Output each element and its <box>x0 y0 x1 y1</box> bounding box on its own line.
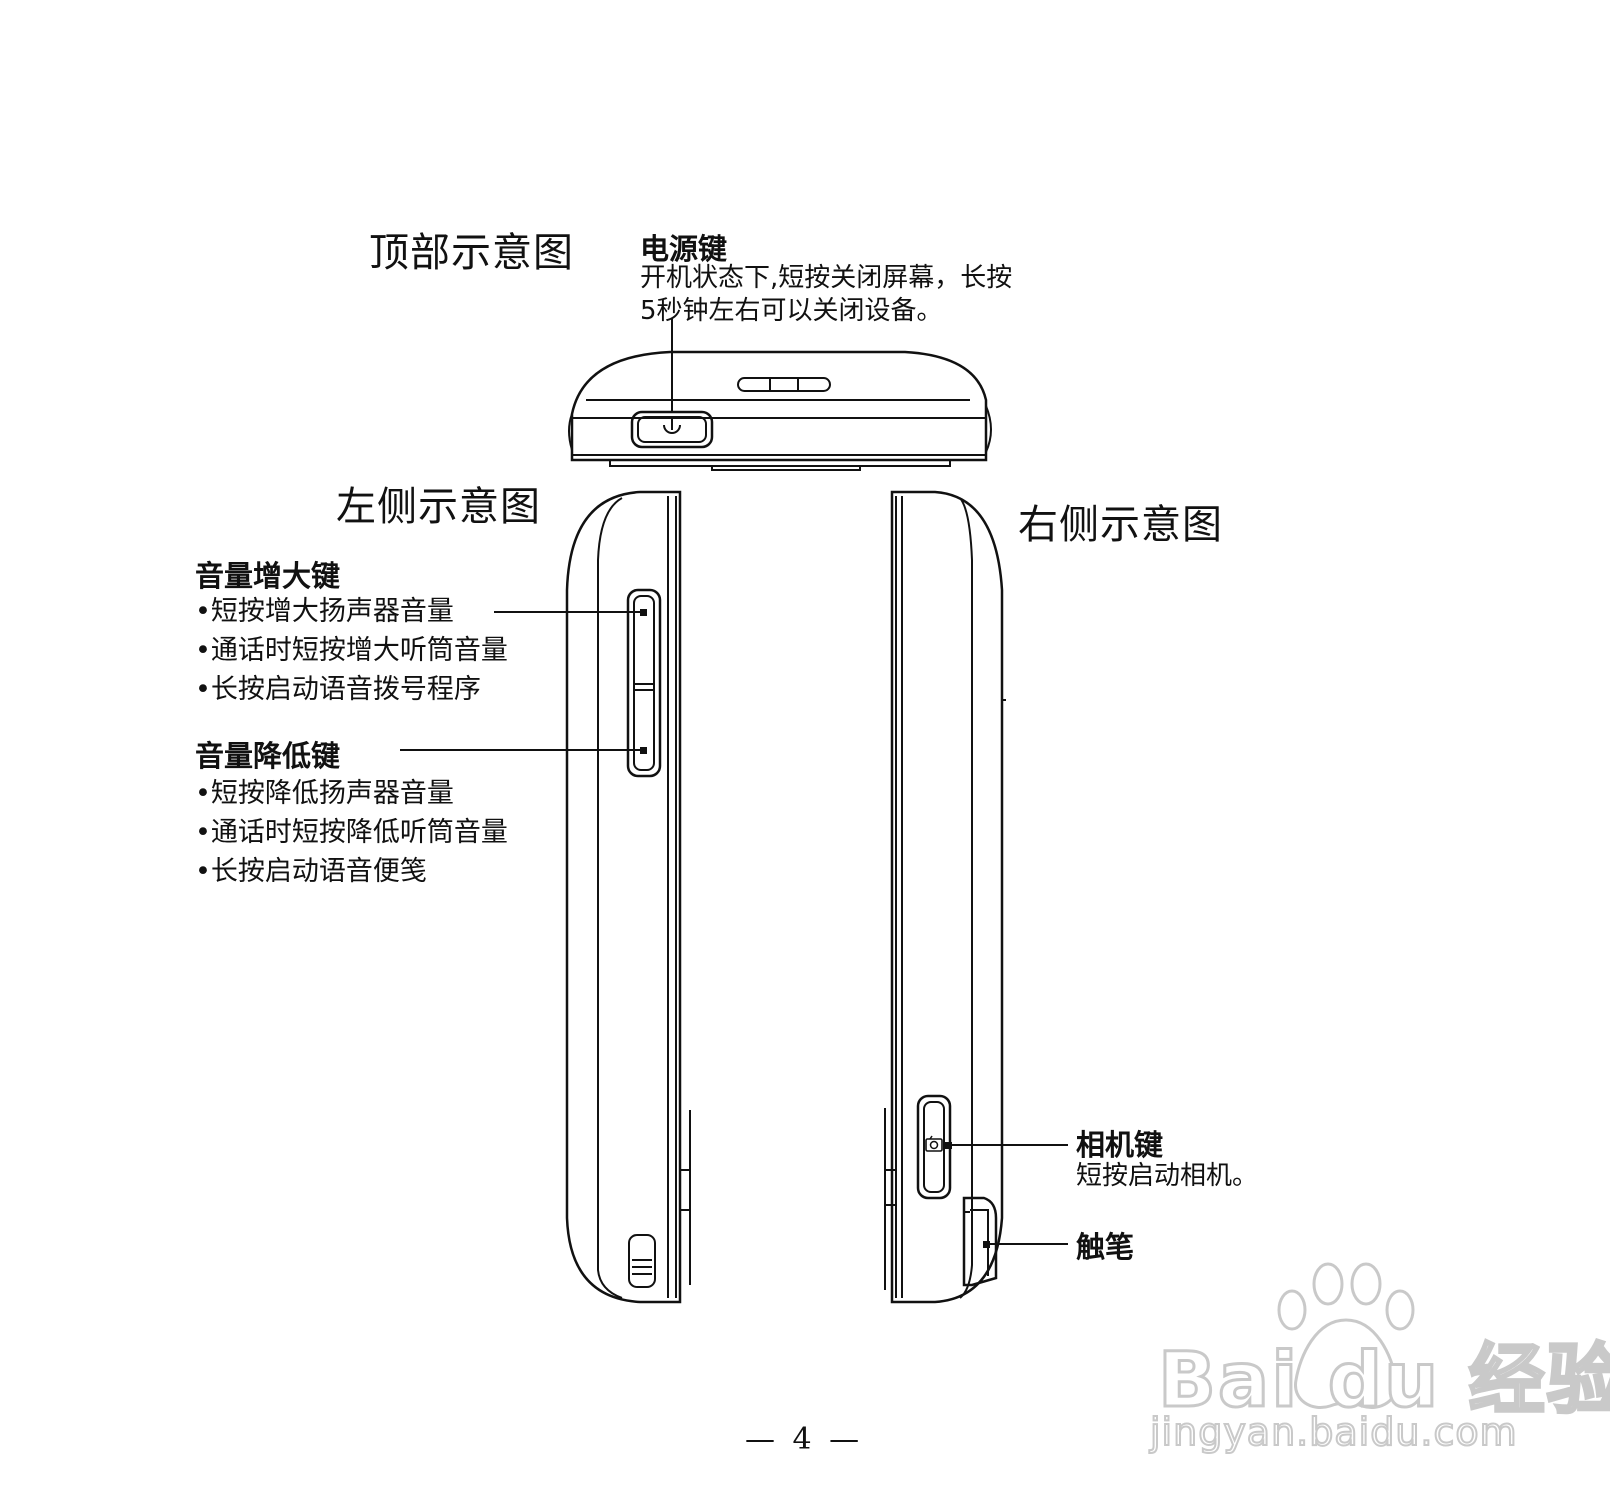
power-icon <box>663 419 681 434</box>
camera-key-title: 相机键 <box>1076 1128 1164 1162</box>
left-view-drawing <box>565 490 691 1304</box>
power-key-desc-line-1: 开机状态下,短按关闭屏幕，长按 <box>640 263 1013 293</box>
list-item: •长按启动语音便笺 <box>195 856 427 887</box>
list-item: •长按启动语音拨号程序 <box>195 674 481 705</box>
baidu-paw-logo <box>1277 1262 1415 1409</box>
list-item: •通话时短按增大听筒音量 <box>195 635 508 666</box>
stylus-title: 触笔 <box>1076 1230 1135 1264</box>
right-view-drawing <box>884 490 1006 1304</box>
top-view-heading: 顶部示意图 <box>369 230 574 276</box>
watermark-brand: Bai du 经验 <box>1157 1334 1610 1426</box>
list-item: •通话时短按降低听筒音量 <box>195 817 508 848</box>
camera-icon <box>925 1135 943 1152</box>
left-view-heading: 左侧示意图 <box>336 484 541 530</box>
page-number: — 4 — <box>745 1422 864 1457</box>
volume-down-key-bullets: •短按降低扬声器音量 •通话时短按降低听筒音量 •长按启动语音便笺 <box>195 774 508 891</box>
camera-key-desc: 短按启动相机。 <box>1076 1161 1259 1191</box>
top-view-drawing <box>568 350 992 471</box>
watermark-url: jingyan.baidu.com <box>1149 1409 1518 1455</box>
list-item: •短按降低扬声器音量 <box>195 778 454 809</box>
volume-up-key-title: 音量增大键 <box>195 559 341 593</box>
volume-up-key-bullets: •短按增大扬声器音量 •通话时短按增大听筒音量 •长按启动语音拨号程序 <box>195 592 508 709</box>
list-item: •短按增大扬声器音量 <box>195 596 454 627</box>
power-key-title: 电源键 <box>640 232 728 266</box>
right-view-heading: 右侧示意图 <box>1018 502 1223 548</box>
power-key-desc-line-2: 5秒钟左右可以关闭设备。 <box>640 296 943 326</box>
volume-down-key-title: 音量降低键 <box>195 739 341 773</box>
